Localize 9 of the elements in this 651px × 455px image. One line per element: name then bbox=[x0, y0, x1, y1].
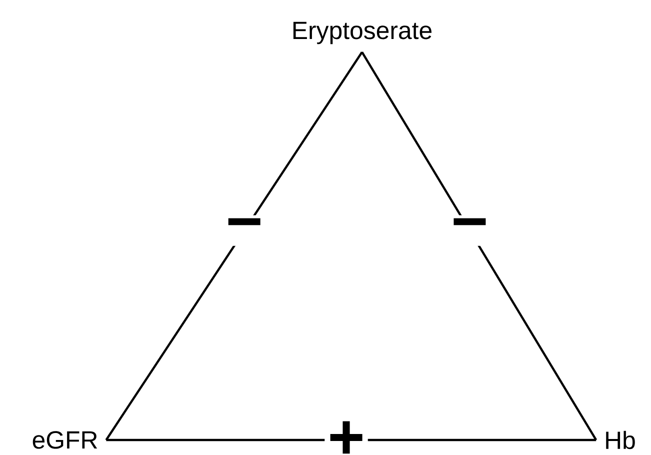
line bbox=[361, 52, 598, 441]
sign-label: − bbox=[222, 215, 266, 246]
node-label: Eryptoserate bbox=[293, 22, 432, 44]
node-label: eGFR bbox=[32, 431, 98, 449]
line bbox=[105, 52, 363, 441]
line bbox=[106, 438, 596, 442]
sign-label: − bbox=[448, 215, 492, 246]
node-label: Hb bbox=[606, 430, 635, 450]
sign-label: + bbox=[324, 418, 368, 455]
